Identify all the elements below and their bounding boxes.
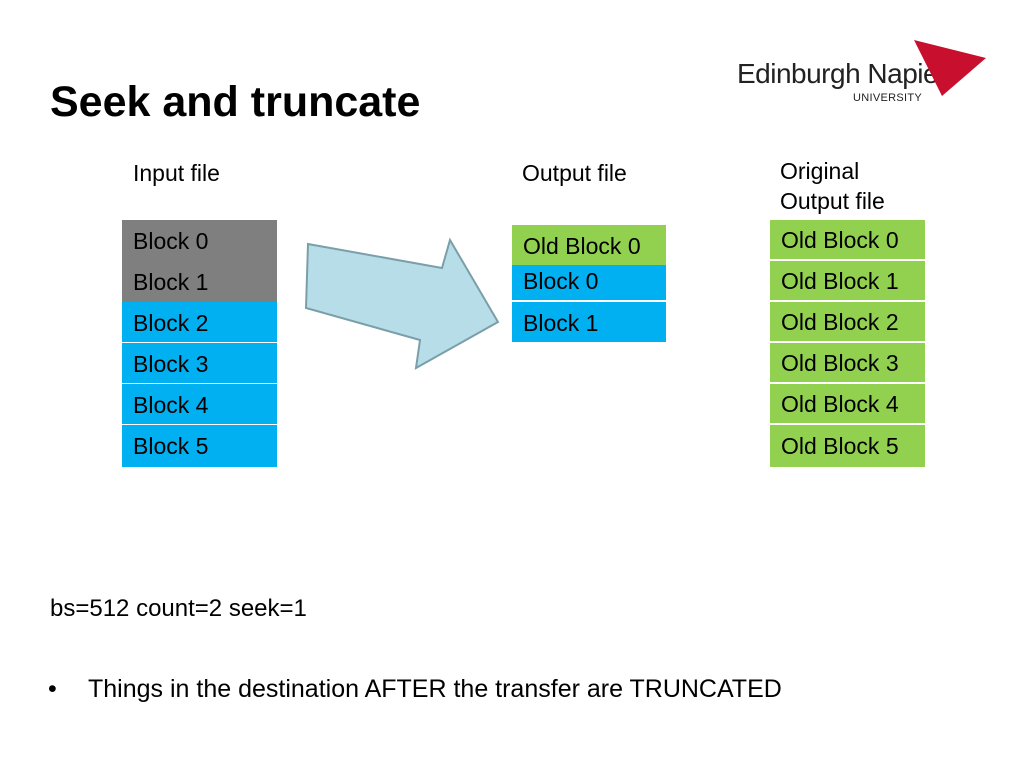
slide-title: Seek and truncate — [50, 78, 421, 126]
input-block-2: Block 2 — [122, 302, 277, 343]
bullet-marker: • — [48, 675, 57, 703]
original-block-5: Old Block 5 — [770, 425, 925, 467]
input-block-5: Block 5 — [122, 425, 277, 467]
dd-command-text: bs=512 count=2 seek=1 — [50, 595, 307, 622]
transfer-arrow-icon — [304, 237, 500, 370]
original-output-file-label: Original Output file — [780, 156, 885, 216]
university-logo-name: Edinburgh Napier — [737, 58, 947, 89]
input-block-1: Block 1 — [122, 261, 277, 302]
input-file-label: Input file — [133, 160, 220, 186]
output-file-label: Output file — [522, 160, 627, 186]
input-block-4: Block 4 — [122, 384, 277, 425]
output-block-1: Block 0 — [512, 265, 666, 301]
output-block-0: Old Block 0 — [512, 225, 666, 265]
input-block-3: Block 3 — [122, 343, 277, 384]
university-logo-sub: UNIVERSITY — [853, 92, 923, 104]
input-block-0: Block 0 — [122, 220, 277, 261]
original-block-0: Old Block 0 — [770, 220, 925, 260]
original-block-3: Old Block 3 — [770, 343, 925, 383]
university-flag-icon — [914, 40, 986, 96]
original-block-1: Old Block 1 — [770, 261, 925, 301]
original-block-4: Old Block 4 — [770, 384, 925, 424]
original-label-line2: Output file — [780, 188, 885, 214]
original-label-line1: Original — [780, 158, 860, 184]
original-block-2: Old Block 2 — [770, 302, 925, 342]
output-block-2: Block 1 — [512, 302, 666, 342]
bullet-text: Things in the destination AFTER the tran… — [88, 675, 782, 703]
